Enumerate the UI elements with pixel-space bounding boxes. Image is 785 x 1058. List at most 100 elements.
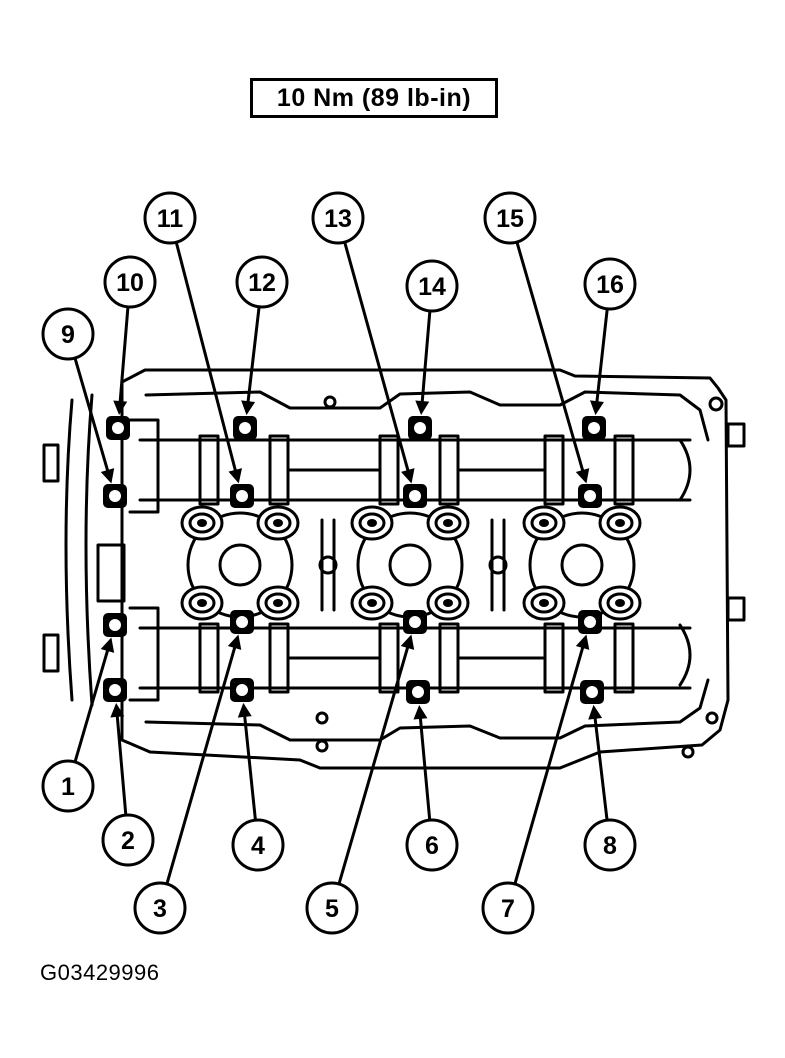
bolt-callout-2: 2 bbox=[101, 813, 155, 867]
spark-plug-well bbox=[522, 505, 642, 621]
bolt bbox=[406, 680, 430, 704]
valve-spring bbox=[180, 505, 224, 541]
bolt bbox=[103, 484, 127, 508]
valve-spring bbox=[350, 505, 394, 541]
valve-spring bbox=[598, 505, 642, 541]
callout-circle bbox=[41, 759, 95, 813]
valve-spring bbox=[522, 585, 566, 621]
leader-arrowhead bbox=[588, 704, 603, 720]
bolt-callout-14: 14 bbox=[405, 259, 459, 313]
callout-circle bbox=[483, 191, 537, 245]
leader-line bbox=[174, 241, 238, 475]
leader-arrowhead bbox=[227, 634, 242, 650]
spark-plug-wells bbox=[180, 505, 642, 621]
valve-spring bbox=[180, 585, 224, 621]
bolt-callout-7: 7 bbox=[481, 881, 535, 935]
bolt-callout-4: 4 bbox=[231, 818, 285, 872]
callout-number: 9 bbox=[61, 321, 75, 349]
callout-circle bbox=[583, 257, 637, 311]
leader-line bbox=[165, 643, 238, 885]
leader-arrowhead bbox=[100, 468, 115, 484]
bolt-callout-10: 10 bbox=[103, 255, 157, 309]
callout-circle bbox=[311, 191, 365, 245]
leader-arrowhead bbox=[241, 400, 256, 416]
bolt bbox=[580, 680, 604, 704]
callout-number: 4 bbox=[251, 832, 265, 860]
bolt bbox=[103, 613, 127, 637]
callout-number: 14 bbox=[418, 273, 446, 301]
leader-line bbox=[73, 357, 111, 475]
bolt-callout-13: 13 bbox=[311, 191, 365, 245]
bolt-callout-6: 6 bbox=[405, 818, 459, 872]
callout-number: 16 bbox=[596, 271, 624, 299]
spark-plug-well bbox=[350, 505, 470, 621]
callout-number: 13 bbox=[324, 205, 352, 233]
callout-number: 10 bbox=[116, 269, 144, 297]
torque-spec-label: 10 Nm (89 lb-in) bbox=[250, 78, 498, 118]
bolt bbox=[106, 416, 130, 440]
leader-arrowhead bbox=[400, 634, 415, 650]
callout-number: 12 bbox=[248, 269, 276, 297]
leader-line bbox=[513, 643, 586, 885]
bolt bbox=[230, 610, 254, 634]
leader-line bbox=[515, 241, 586, 475]
bolt-callout-16: 16 bbox=[583, 257, 637, 311]
callout-circle bbox=[405, 818, 459, 872]
leader-arrowhead bbox=[228, 468, 243, 484]
callout-circle bbox=[143, 191, 197, 245]
callout-number: 15 bbox=[496, 205, 524, 233]
leader-line bbox=[593, 714, 609, 821]
bolt bbox=[403, 610, 427, 634]
leader-arrowhead bbox=[401, 468, 415, 484]
leader-line bbox=[420, 310, 432, 406]
bolt bbox=[230, 678, 254, 702]
valve-spring bbox=[522, 505, 566, 541]
bolt-callout-1: 1 bbox=[41, 759, 95, 813]
callout-circle bbox=[583, 818, 637, 872]
bolt bbox=[103, 678, 127, 702]
bolt-callout-9: 9 bbox=[41, 307, 95, 361]
leader-line bbox=[242, 712, 257, 821]
valve-spring bbox=[426, 585, 470, 621]
callout-circle bbox=[305, 881, 359, 935]
bolt-callout-3: 3 bbox=[133, 881, 187, 935]
leader-line bbox=[73, 646, 110, 763]
callout-leaders bbox=[73, 241, 609, 885]
leader-arrowhead bbox=[237, 702, 252, 718]
valve-spring bbox=[350, 585, 394, 621]
leader-line bbox=[418, 714, 432, 821]
leader-arrowhead bbox=[413, 704, 428, 720]
callout-number: 5 bbox=[325, 895, 339, 923]
leader-line bbox=[343, 241, 411, 475]
valve-spring bbox=[426, 505, 470, 541]
leader-arrowhead bbox=[113, 400, 128, 416]
leader-line bbox=[595, 308, 609, 406]
callout-circle bbox=[103, 255, 157, 309]
bolt bbox=[578, 484, 602, 508]
callout-number: 2 bbox=[121, 827, 135, 855]
bolt bbox=[578, 610, 602, 634]
callout-circle bbox=[133, 881, 187, 935]
leader-arrowhead bbox=[590, 400, 604, 416]
callout-circle bbox=[235, 255, 289, 309]
callout-circle bbox=[405, 259, 459, 313]
bolt-callout-11: 11 bbox=[143, 191, 197, 245]
leader-arrowhead bbox=[415, 400, 430, 416]
bolts bbox=[103, 416, 606, 704]
bolt bbox=[230, 484, 254, 508]
bolt bbox=[233, 416, 257, 440]
bolt-callout-8: 8 bbox=[583, 818, 637, 872]
leader-line bbox=[118, 306, 130, 406]
callout-circle bbox=[231, 818, 285, 872]
valve-spring bbox=[256, 585, 300, 621]
callout-circle bbox=[481, 881, 535, 935]
bolt-callout-12: 12 bbox=[235, 255, 289, 309]
valve-spring bbox=[256, 505, 300, 541]
callout-circle bbox=[101, 813, 155, 867]
callout-number: 7 bbox=[501, 895, 515, 923]
bolt-callout-15: 15 bbox=[483, 191, 537, 245]
callout-circle bbox=[41, 307, 95, 361]
callout-number: 8 bbox=[603, 832, 617, 860]
bolt bbox=[582, 416, 606, 440]
